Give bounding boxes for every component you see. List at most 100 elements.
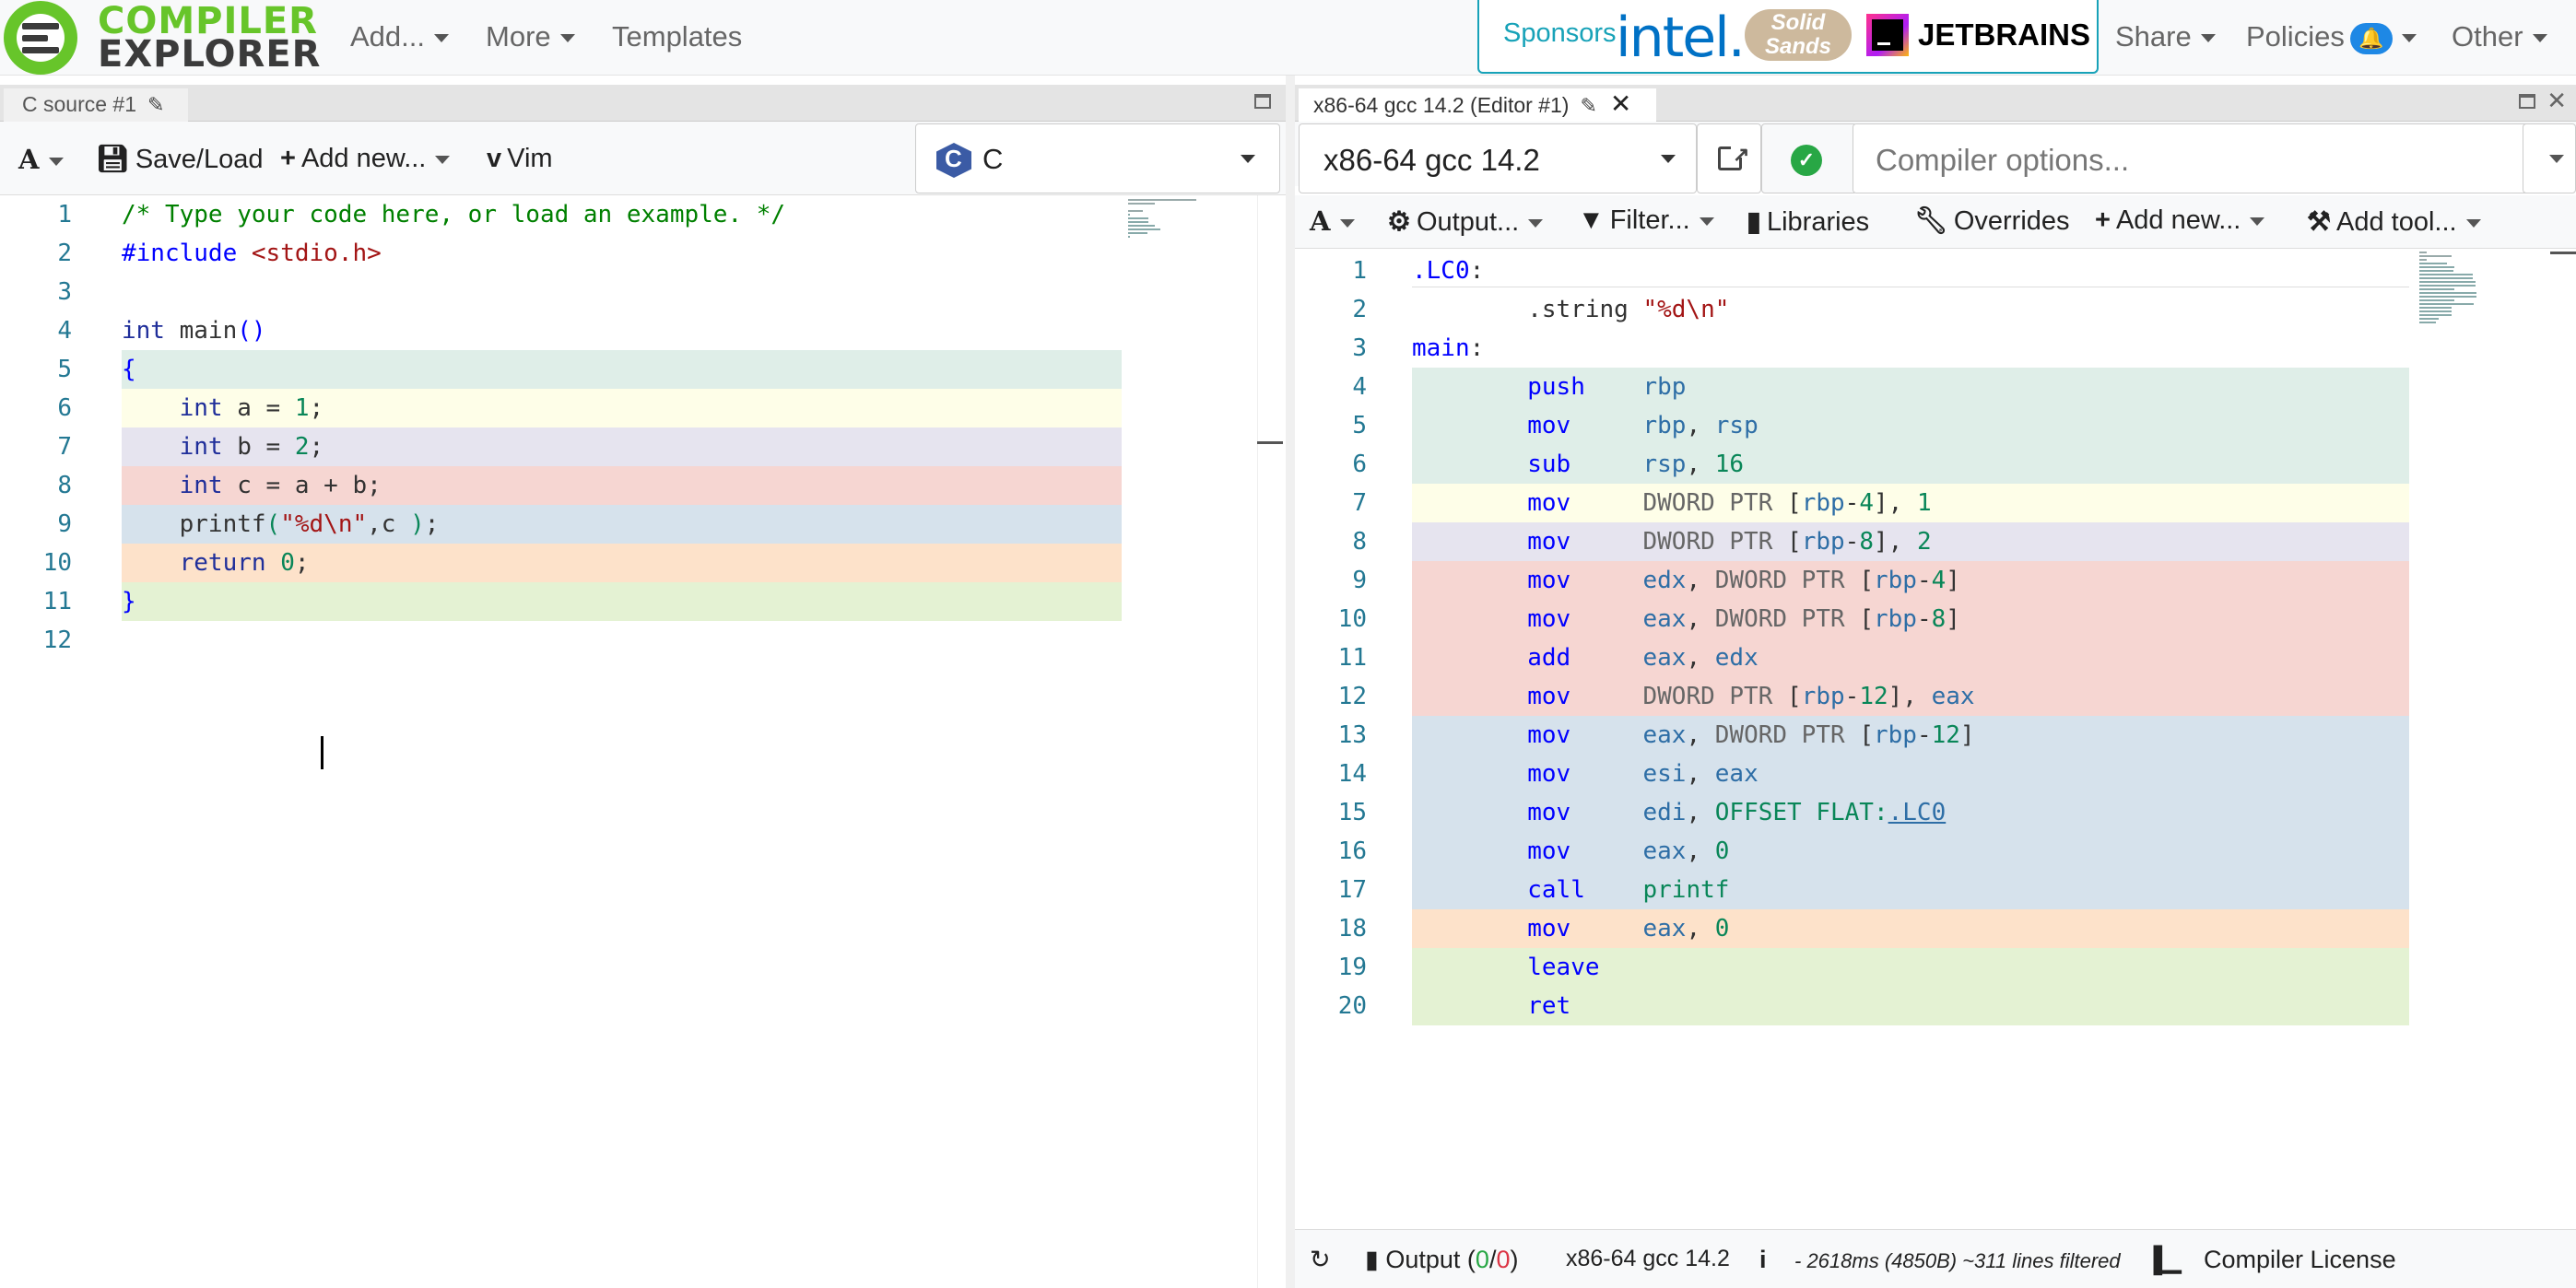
pencil-icon[interactable]: ✎	[1580, 94, 1597, 117]
code-token	[1412, 876, 1527, 904]
output-button[interactable]: ▮ Output (0/0)	[1365, 1246, 1519, 1273]
add-tool-button[interactable]: ⚒Add tool...	[2307, 205, 2481, 238]
output-menu[interactable]: ⚙Output...	[1387, 205, 1544, 238]
line-highlight	[1412, 561, 2409, 600]
code-token: eax	[1642, 721, 1687, 749]
maximize-icon[interactable]	[2519, 94, 2535, 109]
font-size-button[interactable]: A	[1310, 205, 1355, 238]
templates-link[interactable]: Templates	[612, 20, 743, 53]
line-number: 13	[1337, 721, 1367, 749]
compiler-license-link[interactable]: Compiler License	[2204, 1246, 2396, 1273]
pencil-icon[interactable]: ✎	[147, 93, 165, 116]
line-highlight	[1412, 987, 2409, 1025]
code-token: eax	[1642, 605, 1687, 633]
c-language-icon: C	[936, 143, 971, 178]
code-token: DWORD PTR	[1714, 567, 1860, 594]
compiler-options-input[interactable]: Compiler options...	[1853, 123, 2532, 193]
caret-down-icon	[2250, 217, 2265, 226]
line-highlight	[1412, 755, 2409, 793]
code-line: mov esi, eax	[1412, 755, 1759, 793]
code-token: ,	[1686, 567, 1715, 594]
compiler-select[interactable]: x86-64 gcc 14.2	[1299, 123, 1697, 193]
code-token	[237, 240, 252, 267]
code-token: mov	[1527, 528, 1571, 556]
close-icon[interactable]: ✕	[1609, 89, 1632, 118]
close-pane-icon[interactable]: ✕	[2547, 87, 2567, 114]
code-token: ;	[309, 433, 324, 461]
wrench-icon: 🔧︎	[1914, 206, 1948, 236]
popout-button[interactable]: ↗	[1697, 123, 1761, 193]
add-new-button[interactable]: +Add new...	[2095, 205, 2265, 236]
line-number: 1	[1352, 257, 1367, 285]
code-token: return	[179, 549, 266, 577]
overrides-button[interactable]: 🔧︎Overrides	[1914, 206, 2070, 236]
add-new-button[interactable]: +Add new...	[280, 144, 451, 174]
recompile-icon[interactable]: ↻	[1310, 1246, 1331, 1273]
code-token: rbp	[1642, 412, 1687, 439]
code-token: DWORD PTR	[1714, 605, 1860, 633]
line-number: 14	[1337, 760, 1367, 788]
code-token: b =	[222, 433, 295, 461]
code-token: mov	[1527, 489, 1571, 517]
line-number: 16	[1337, 837, 1367, 865]
libraries-button[interactable]: ▮Libraries	[1747, 207, 1870, 237]
assembly-minimap[interactable]	[2419, 252, 2530, 325]
code-token: eax	[1642, 837, 1687, 865]
code-token: -	[1916, 721, 1932, 749]
line-number: 17	[1337, 876, 1367, 904]
line-highlight	[122, 389, 1122, 427]
tab-compiler[interactable]: x86-64 gcc 14.2 (Editor #1)✎✕	[1299, 88, 1656, 122]
code-token: {	[122, 356, 136, 383]
code-token: rsp	[1714, 412, 1759, 439]
code-token	[1412, 528, 1527, 556]
filter-menu[interactable]: ▼Filter...	[1578, 205, 1714, 236]
code-token[interactable]: .LC0	[1888, 799, 1947, 826]
minimap-line	[2419, 303, 2475, 305]
policies-menu[interactable]: Policies🔔	[2246, 20, 2417, 54]
code-token: 0	[1714, 915, 1730, 943]
add-menu[interactable]: Add...	[350, 20, 449, 53]
code-token: 4	[1931, 567, 1947, 594]
code-token	[1570, 683, 1642, 710]
code-token: int	[122, 317, 165, 345]
code-token: edx	[1642, 567, 1687, 594]
intel-logo[interactable]: intel.	[1616, 6, 1746, 70]
font-size-button[interactable]: A	[18, 144, 64, 176]
code-token: rbp	[1873, 605, 1917, 633]
code-token: main	[164, 317, 238, 345]
pane-splitter[interactable]	[1286, 76, 1295, 1288]
compile-status[interactable]: ✓	[1761, 123, 1857, 193]
more-menu[interactable]: More	[486, 20, 575, 53]
code-token	[1570, 451, 1642, 478]
code-token: ()	[237, 317, 266, 345]
line-highlight	[122, 466, 1122, 505]
tool-icon: ⚒	[2307, 207, 2331, 237]
code-token: rbp	[1873, 567, 1917, 594]
editor-tabstrip: C source #1✎	[0, 85, 1286, 122]
language-select[interactable]: C C	[915, 123, 1280, 193]
compiler-explorer-logo[interactable]: COMPILER EXPLORER	[4, 1, 321, 75]
info-icon[interactable]: i	[1759, 1246, 1767, 1273]
code-token: mov	[1527, 683, 1571, 710]
source-editor[interactable]: 1/* Type your code here, or load an exam…	[0, 195, 1286, 1288]
options-dropdown[interactable]	[2523, 123, 2576, 193]
line-highlight	[122, 582, 1122, 621]
editor-minimap[interactable]	[1128, 199, 1257, 254]
code-token: leave	[1527, 954, 1600, 981]
jetbrains-logo[interactable]: JETBRAINS	[1866, 13, 2090, 57]
code-token: ;	[309, 394, 324, 422]
line-number: 12	[1337, 683, 1367, 710]
save-load-button[interactable]: 💾︎Save/Load	[96, 145, 264, 174]
code-token	[1412, 992, 1527, 1020]
tab-c-source[interactable]: C source #1✎	[4, 88, 188, 122]
other-menu[interactable]: Other	[2452, 20, 2547, 53]
check-icon: ✓	[1791, 145, 1822, 176]
maximize-icon[interactable]	[1254, 94, 1271, 109]
bar-chart-icon[interactable]: ▐▁	[2145, 1246, 2182, 1273]
share-menu[interactable]: Share	[2115, 20, 2216, 53]
code-token: "%d\n"	[280, 510, 368, 538]
